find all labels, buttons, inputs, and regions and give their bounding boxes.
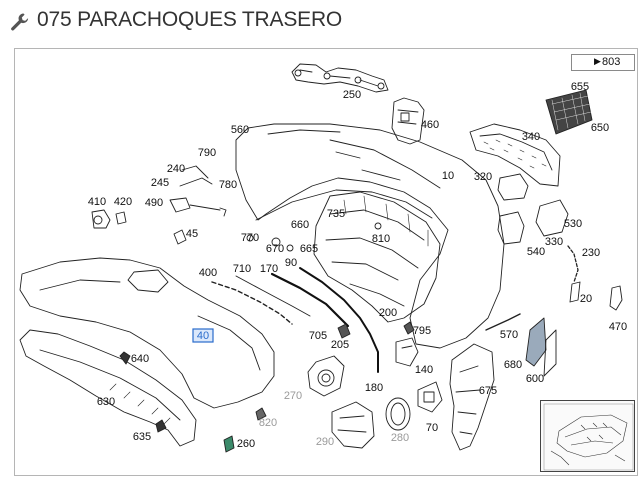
callout-735[interactable]: 735 <box>327 208 345 220</box>
callout-530[interactable]: 530 <box>564 218 582 230</box>
callout-270[interactable]: 270 <box>284 390 302 402</box>
small-parts-left-drawing <box>91 165 227 245</box>
callout-490[interactable]: 490 <box>145 197 163 209</box>
callout-250[interactable]: 250 <box>343 89 361 101</box>
callout-340[interactable]: 340 <box>522 131 540 143</box>
callout-40[interactable]: 40 <box>197 330 209 342</box>
part-460-drawing <box>391 97 425 145</box>
callout-400[interactable]: 400 <box>199 267 217 279</box>
part-70-drawing <box>417 381 443 413</box>
part-675-drawing <box>449 313 557 451</box>
overview-thumbnail[interactable] <box>540 400 635 472</box>
part-250-drawing <box>291 63 389 93</box>
part-650-drawing <box>545 89 593 135</box>
callout-205[interactable]: 205 <box>331 339 349 351</box>
callout-180[interactable]: 180 <box>365 382 383 394</box>
callout-680[interactable]: 680 <box>504 359 522 371</box>
callout-670[interactable]: 670 <box>266 243 284 255</box>
part-630-drawing <box>19 329 197 447</box>
reference-link-button[interactable]: ▶ 803 <box>571 54 635 71</box>
callout-260[interactable]: 260 <box>237 438 255 450</box>
callout-240[interactable]: 240 <box>167 163 185 175</box>
callout-470[interactable]: 470 <box>609 321 627 333</box>
callout-245[interactable]: 245 <box>151 177 169 189</box>
callout-650[interactable]: 650 <box>591 122 609 134</box>
trim-strips-drawing <box>211 267 379 373</box>
part-270-drawing <box>307 355 345 397</box>
callout-280[interactable]: 280 <box>391 432 409 444</box>
callout-410[interactable]: 410 <box>88 196 106 208</box>
callout-660[interactable]: 660 <box>291 219 309 231</box>
arrow-right-icon: ▶ <box>594 56 601 66</box>
callout-635[interactable]: 635 <box>133 431 151 443</box>
page-title: 075 PARACHOQUES TRASERO <box>37 8 343 31</box>
callout-810[interactable]: 810 <box>372 233 390 245</box>
callout-200[interactable]: 200 <box>379 307 397 319</box>
callout-330[interactable]: 330 <box>545 236 563 248</box>
callout-10[interactable]: 10 <box>442 170 454 182</box>
callout-600[interactable]: 600 <box>526 373 544 385</box>
callout-820[interactable]: 820 <box>259 417 277 429</box>
callout-460[interactable]: 460 <box>421 119 439 131</box>
callout-790[interactable]: 790 <box>198 147 216 159</box>
callout-140[interactable]: 140 <box>415 364 433 376</box>
callout-795[interactable]: 795 <box>413 325 431 337</box>
part-340-drawing <box>469 123 561 187</box>
callout-675[interactable]: 675 <box>479 385 497 397</box>
callout-665[interactable]: 665 <box>300 243 318 255</box>
callout-highlight-box <box>192 328 214 343</box>
callout-540[interactable]: 540 <box>527 246 545 258</box>
reference-link-label: 803 <box>602 56 621 68</box>
part-280-drawing <box>385 397 411 431</box>
part-140-drawing <box>395 337 419 367</box>
part-205-drawing <box>337 321 415 339</box>
callout-20[interactable]: 20 <box>580 293 592 305</box>
callout-230[interactable]: 230 <box>582 247 600 259</box>
callout-710[interactable]: 710 <box>233 263 251 275</box>
callout-320[interactable]: 320 <box>474 171 492 183</box>
callout-90[interactable]: 90 <box>285 257 297 269</box>
callout-630[interactable]: 630 <box>97 396 115 408</box>
callout-170[interactable]: 170 <box>260 263 278 275</box>
part-290-drawing <box>331 401 375 449</box>
callout-420[interactable]: 420 <box>114 196 132 208</box>
diagram-frame <box>14 48 638 476</box>
part-400-drawing <box>19 257 275 409</box>
wrench-icon <box>10 12 30 32</box>
callout-770[interactable]: 770 <box>241 232 259 244</box>
callout-655[interactable]: 655 <box>571 81 589 93</box>
callout-290[interactable]: 290 <box>316 436 334 448</box>
callout-705[interactable]: 705 <box>309 330 327 342</box>
callout-780[interactable]: 780 <box>219 179 237 191</box>
small-parts-right-drawing <box>497 173 623 311</box>
part-735-drawing <box>313 191 441 323</box>
callout-640[interactable]: 640 <box>131 353 149 365</box>
callout-560[interactable]: 560 <box>231 124 249 136</box>
callout-70[interactable]: 70 <box>426 422 438 434</box>
callout-45[interactable]: 45 <box>186 228 198 240</box>
callout-570[interactable]: 570 <box>500 329 518 341</box>
fasteners-drawing <box>119 222 382 453</box>
title-bar: 075 PARACHOQUES TRASERO <box>0 0 640 44</box>
